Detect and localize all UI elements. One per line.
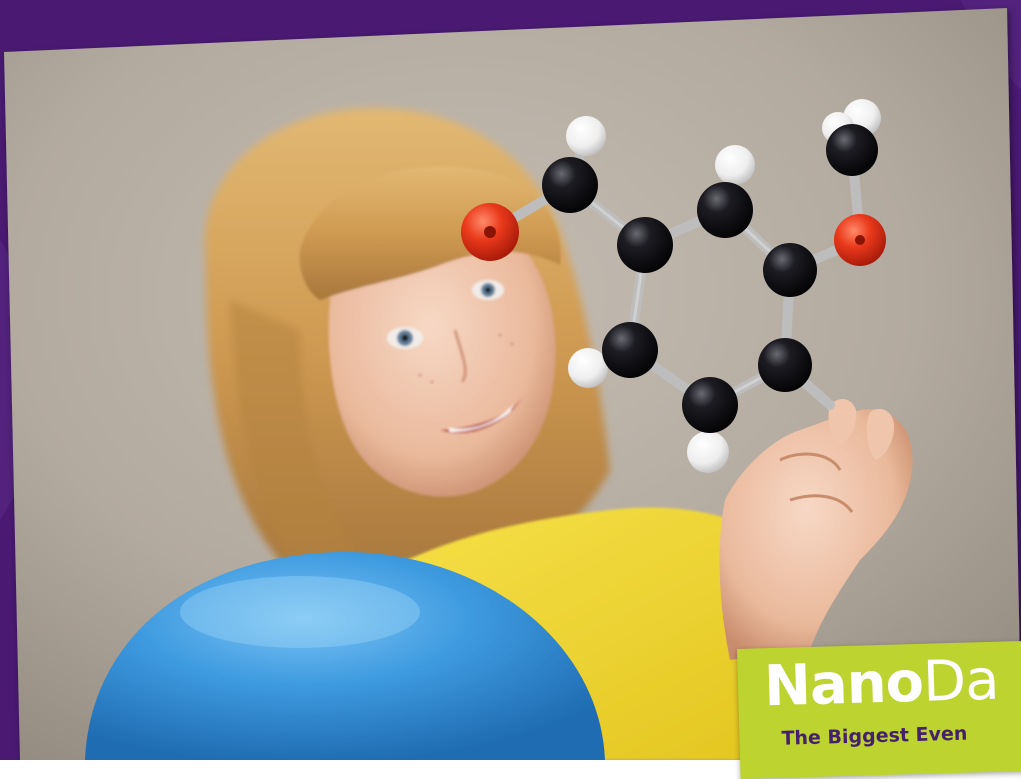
balloon-icon <box>85 551 605 760</box>
nanodays-wordmark: NanoDa <box>763 648 999 721</box>
girl-hand <box>719 398 913 660</box>
wordmark-light: Da <box>922 647 1000 715</box>
nanodays-badge: NanoDa The Biggest Even <box>737 640 1021 779</box>
girl-face <box>299 166 561 497</box>
wordmark-bold: Nano <box>763 649 924 720</box>
nanodays-tagline: The Biggest Even <box>781 722 968 750</box>
molecule-model-icon <box>461 99 886 473</box>
photo-scene <box>0 0 1021 760</box>
